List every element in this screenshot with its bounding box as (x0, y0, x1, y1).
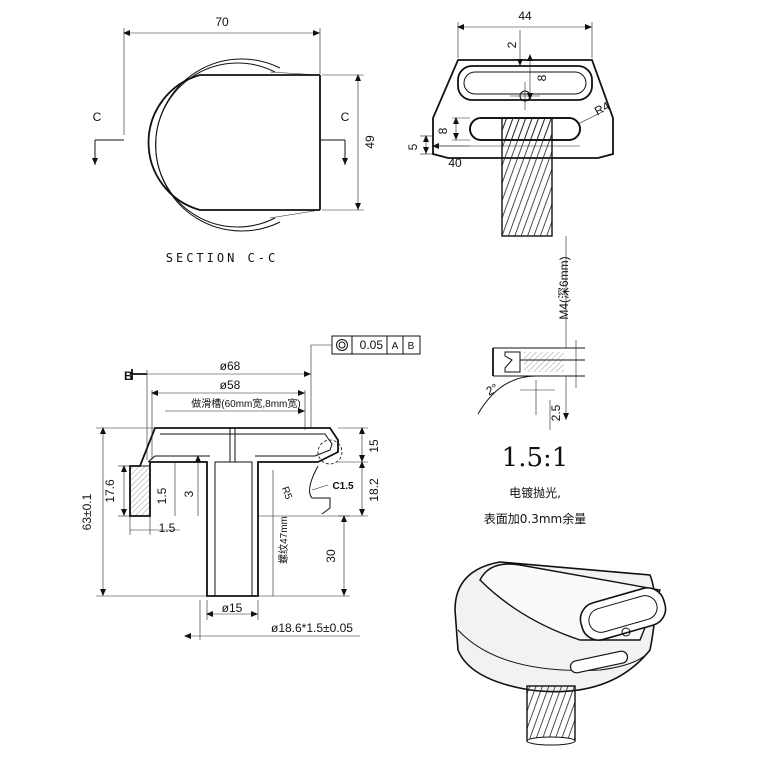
dim-radius-r4: R4 (592, 99, 612, 119)
gdt-datum-b: B (408, 341, 415, 352)
dim-18-2: 18.2 (367, 478, 381, 502)
dim-inner-40: 40 (448, 156, 462, 170)
section-mark-left: C (93, 110, 102, 124)
dim-width-44: 44 (518, 9, 532, 23)
dim-3: 3 (182, 490, 196, 497)
thread-spec: ø18.6*1.5±0.05 (271, 621, 353, 635)
dim-shaft-30: 30 (324, 549, 338, 563)
dim-dia-68: ø68 (220, 359, 241, 373)
dim-left-5: 5 (406, 143, 420, 150)
dim-17-6: 17.6 (103, 479, 117, 503)
dim-15: 15 (367, 439, 381, 453)
dim-1-5-horizontal: 1.5 (159, 521, 176, 535)
dim-lower-slot-8: 8 (436, 127, 450, 134)
dim-1-5-vertical: 1.5 (155, 487, 169, 504)
section-caption: SECTION C-C (166, 251, 278, 265)
gdt-value: 0.05 (360, 338, 384, 352)
thread-note-m4: M4(深6mm) (557, 256, 571, 319)
section-c-c-view (95, 28, 364, 232)
dim-dia-15: ø15 (222, 601, 243, 615)
side-section-view (96, 335, 421, 640)
dim-2-5: 2.5 (549, 404, 563, 421)
gdt-datum-a: A (392, 341, 399, 352)
angle-2deg: 2° (484, 381, 501, 399)
section-mark-right: C (341, 110, 350, 124)
dim-radius-r5: R5 (279, 485, 294, 501)
dim-chamfer-c1-5: C1.5 (332, 481, 354, 492)
datum-label-b: B (124, 369, 133, 383)
dim-slot-height-8: 8 (535, 74, 549, 81)
front-view (420, 22, 614, 237)
isometric-render (454, 561, 667, 746)
dim-dia-58: ø58 (220, 378, 241, 392)
bore-note: 螺纹47mm (277, 516, 290, 564)
dim-width-70: 70 (215, 15, 229, 29)
slot-note: 做滑槽(60mm宽,8mm宽) (191, 397, 300, 410)
note-line-1: 电镀抛光, (509, 485, 561, 500)
dim-slot-top-2: 2 (505, 41, 519, 48)
dim-height-49: 49 (363, 135, 377, 149)
dim-total-63: 63±0.1 (80, 493, 94, 530)
note-line-2: 表面加0.3mm余量 (484, 511, 586, 526)
detail-scale: 1.5:1 (502, 443, 569, 473)
detail-view (477, 236, 585, 430)
